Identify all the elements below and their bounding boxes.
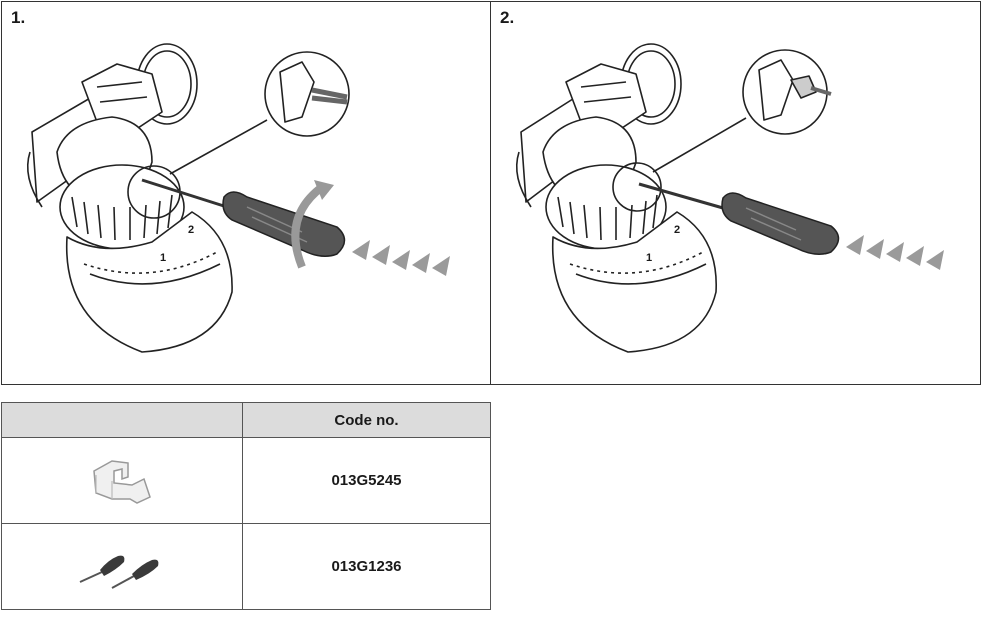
table-header-row: Code no. xyxy=(1,402,491,438)
table-header-image xyxy=(1,402,243,438)
valve-clip-illustration xyxy=(515,43,944,353)
motion-arrows-icon xyxy=(846,235,944,270)
table-cell-code: 013G5245 xyxy=(242,437,491,524)
illustration-panel-1: 1. xyxy=(1,1,491,385)
step-number: 1. xyxy=(11,8,26,27)
dial-mark-2: 2 xyxy=(188,224,195,236)
screwdriver-icon xyxy=(638,182,840,255)
valve-screwdriver-illustration xyxy=(26,43,450,353)
screwdriver-icon xyxy=(141,178,346,257)
table-cell-image xyxy=(1,437,243,524)
table-header-code: Code no. xyxy=(242,402,491,438)
table-row: 013G5245 xyxy=(1,437,491,524)
code-table: Code no. 013G5245 013G1236 xyxy=(1,402,491,610)
dial-mark-2: 2 xyxy=(674,224,681,236)
dial-mark-1: 1 xyxy=(646,252,653,264)
table-row: 013G1236 xyxy=(1,523,491,610)
illustration-panel-2: 2. xyxy=(490,1,981,385)
dial-mark-1: 1 xyxy=(160,252,167,264)
motion-arrows-icon xyxy=(352,240,450,276)
clip-part-icon xyxy=(93,459,151,504)
screwdriver-set-icon xyxy=(79,555,159,589)
table-cell-image xyxy=(1,523,243,610)
table-cell-code: 013G1236 xyxy=(242,523,491,610)
step-number: 2. xyxy=(500,8,515,27)
